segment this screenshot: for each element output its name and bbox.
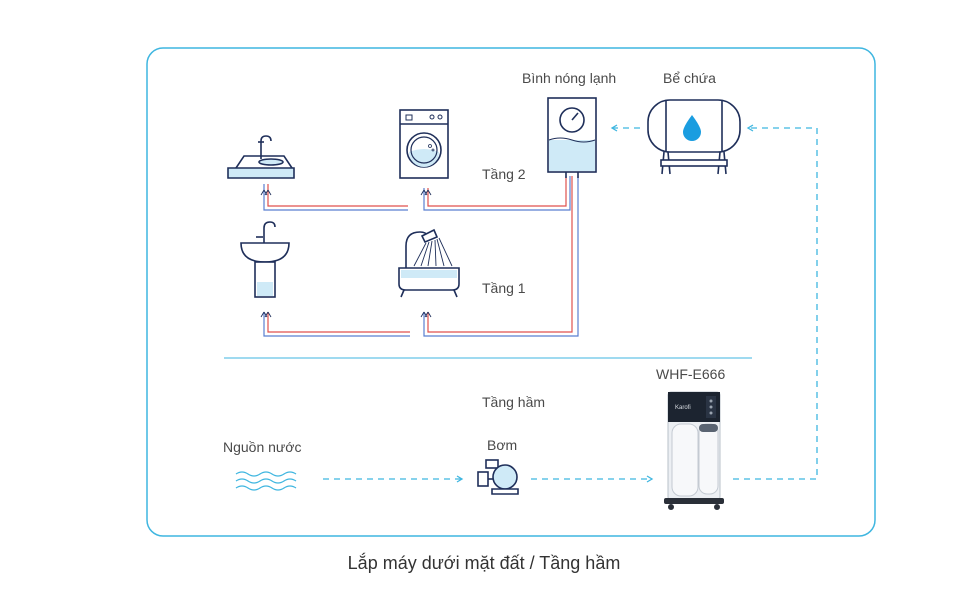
pump-icon [477,459,519,495]
brand-logo: Karofi [675,405,691,411]
floor1-label: Tầng 1 [482,280,526,296]
water-waves-icon [235,471,297,491]
wash-basin-icon [240,221,290,298]
model-label: WHF-E666 [656,366,726,382]
floor2-label: Tầng 2 [482,166,526,182]
water-heater-icon [547,97,597,178]
tank-label: Bể chứa [663,70,716,86]
diagram-caption: Lắp máy dưới mặt đất / Tầng hầm [347,553,621,573]
pump-label: Bơm [487,437,518,453]
flow-filter-to-tank [733,124,818,480]
storage-tank-icon [647,99,741,175]
washing-machine-icon [399,109,449,179]
filter-unit-icon: Karofi [664,391,724,510]
water-flow [323,124,818,483]
diagram-frame [146,47,876,537]
basement-label: Tầng hầm [482,394,546,410]
heater-label: Bình nóng lạnh [522,70,617,86]
pipe-network [260,176,579,337]
source-label: Nguồn nước [223,439,302,455]
kitchen-sink-icon [227,135,295,179]
bathtub-icon [398,228,460,298]
